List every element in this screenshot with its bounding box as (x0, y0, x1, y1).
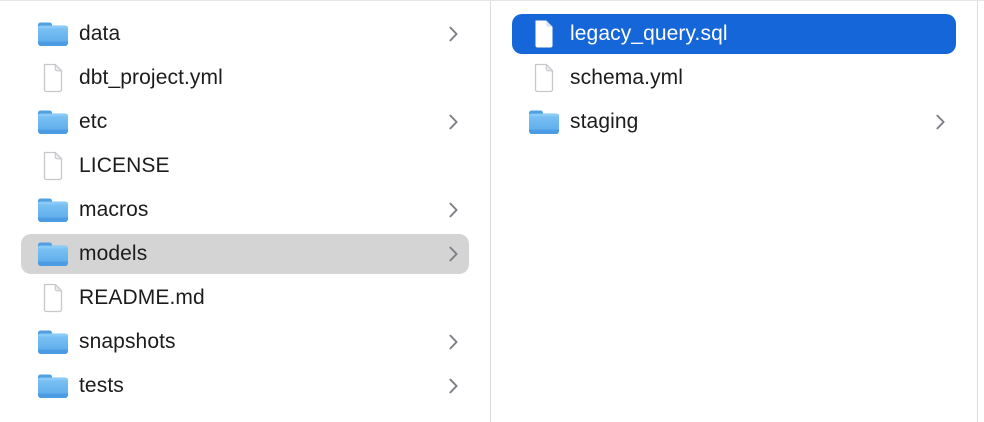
file-row-readme[interactable]: README.md (0, 276, 490, 320)
chevron-right-icon (449, 334, 458, 350)
folder-icon (37, 329, 69, 355)
chevron-right-icon (449, 378, 458, 394)
item-label: dbt_project.yml (79, 66, 223, 89)
document-icon (37, 283, 69, 313)
item-label: legacy_query.sql (570, 22, 728, 45)
document-icon (37, 63, 69, 93)
item-label: staging (570, 110, 639, 133)
file-row-legacy-query-selected[interactable]: legacy_query.sql (491, 12, 977, 56)
file-row-license[interactable]: LICENSE (0, 144, 490, 188)
folder-icon (37, 21, 69, 47)
document-icon (528, 19, 560, 49)
chevron-right-icon (449, 26, 458, 42)
folder-row-etc[interactable]: etc (0, 100, 490, 144)
folder-row-tests[interactable]: tests (0, 364, 490, 408)
file-row-dbt-project[interactable]: dbt_project.yml (0, 56, 490, 100)
folder-icon (37, 373, 69, 399)
folder-row-staging[interactable]: staging (491, 100, 977, 144)
document-icon (37, 151, 69, 181)
item-label: README.md (79, 286, 205, 309)
item-label: snapshots (79, 330, 176, 353)
folder-row-macros[interactable]: macros (0, 188, 490, 232)
chevron-right-icon (449, 246, 458, 262)
item-label: models (79, 242, 148, 265)
folder-row-data[interactable]: data (0, 12, 490, 56)
folder-icon (37, 241, 69, 267)
folder-icon (37, 109, 69, 135)
chevron-right-icon (936, 114, 945, 130)
folder-icon (528, 109, 560, 135)
folder-row-models-selected[interactable]: models (0, 232, 490, 276)
item-label: schema.yml (570, 66, 684, 89)
chevron-right-icon (449, 202, 458, 218)
finder-column-parent: data dbt_project.yml etc (0, 1, 491, 422)
file-row-schema[interactable]: schema.yml (491, 56, 977, 100)
chevron-right-icon (449, 114, 458, 130)
folder-icon (37, 197, 69, 223)
finder-column-next-stub (978, 1, 984, 422)
finder-column-child: legacy_query.sql schema.yml staging (491, 1, 978, 422)
item-label: tests (79, 374, 124, 397)
item-label: data (79, 22, 121, 45)
item-label: macros (79, 198, 149, 221)
document-icon (528, 63, 560, 93)
folder-row-snapshots[interactable]: snapshots (0, 320, 490, 364)
item-label: LICENSE (79, 154, 170, 177)
item-label: etc (79, 110, 108, 133)
